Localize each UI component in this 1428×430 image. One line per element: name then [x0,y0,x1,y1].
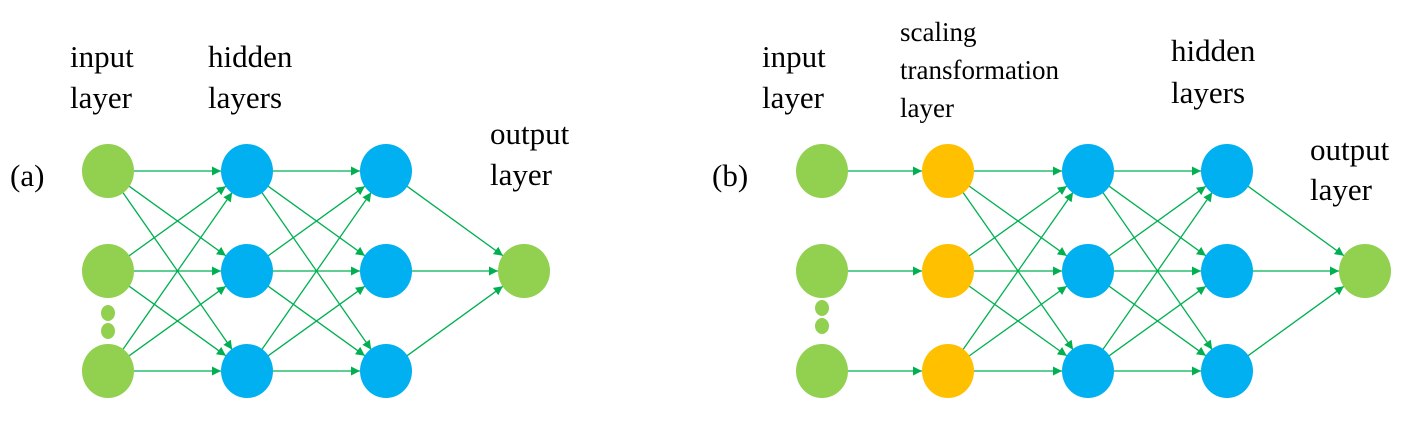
panel-b-hidden-node [1062,344,1114,398]
panel-a-edge-hidden-output [406,185,504,257]
panel-a-output-label-line2: layer [490,157,553,192]
panel-b-scaling-node [922,344,974,398]
panel-b-edge-hidden-hidden [1108,185,1207,257]
panel-a-tag: (a) [10,158,44,193]
panel-a-hidden-node [221,244,273,298]
panel-a-edge-input-hidden [128,285,227,357]
panel-b-hidden-node [1201,144,1253,198]
panel-b-input-node [796,344,848,398]
panel-b-edge-scaling-hidden [962,191,1074,351]
panel-a-edge-input-hidden [122,192,233,350]
panel-a-edge-hidden-hidden [267,185,366,257]
panel-b-output-label-line1: output [1310,132,1390,167]
panel-a-ellipsis-dot [101,305,115,321]
panel-a-output-label-line1: output [490,116,570,151]
panel-b-scaling-label-line2: transformation [900,55,1059,85]
panel-a-input-node [82,244,134,298]
panel-b-scaling-node [922,144,974,198]
connection-edges [122,166,1345,376]
panel-a-hidden-node [360,344,412,398]
panel-b-scaling-label-line3: layer [900,93,954,123]
panel-b-scaling-node [922,244,974,298]
panel-b-hidden-node [1201,344,1253,398]
panel-b-tag: (b) [712,158,748,193]
panel-b-ellipsis-dot [815,300,829,316]
panel-b-edge-hidden-hidden [1108,285,1207,357]
panel-a-hidden-label-line1: hidden [208,39,293,74]
panel-b: (b) input layer scaling transformation l… [712,17,1391,398]
panel-b-edge-hidden-output [1247,185,1345,257]
panel-b-input-node [796,244,848,298]
panel-b-scaling-label-line1: scaling [900,17,976,47]
panel-b-hidden-label-line1: hidden [1171,33,1256,68]
panel-a-hidden-node [221,344,273,398]
panel-a-edge-hidden-output [406,285,504,357]
panel-a-hidden-label-line2: layers [208,80,282,115]
panel-b-ellipsis-dot [815,318,829,334]
panel-b-edge-hidden-hidden [1102,192,1213,350]
panel-b-output-node [1339,244,1391,298]
panel-b-hidden-node [1201,244,1253,298]
panel-a-input-node [82,144,134,198]
panel-a-edge-hidden-hidden [261,192,372,350]
panel-b-hidden-node [1062,244,1114,298]
panel-b-edge-scaling-hidden [968,185,1068,257]
panel-a-input-label-line2: layer [70,80,133,115]
panel-b-input-label-line1: input [762,39,826,74]
panel-b-input-label-line2: layer [762,80,825,115]
panel-a-input-node [82,344,134,398]
panel-a-hidden-node [360,144,412,198]
panel-a-input-label-line1: input [70,39,134,74]
panel-b-edge-hidden-output [1247,285,1345,357]
panel-a-edge-hidden-hidden [267,285,366,357]
panel-a: (a) input layer hidden layers output lay… [10,39,570,398]
panel-b-hidden-node [1062,144,1114,198]
panel-b-input-node [796,144,848,198]
panel-a-hidden-node [221,144,273,198]
panel-b-edge-scaling-hidden [968,285,1068,357]
panel-a-edge-input-hidden [128,185,227,257]
panel-a-hidden-node [360,244,412,298]
panel-b-hidden-label-line2: layers [1171,75,1245,110]
panel-a-output-node [498,244,550,298]
panel-a-ellipsis-dot [101,323,115,339]
panel-b-output-label-line2: layer [1310,172,1373,207]
